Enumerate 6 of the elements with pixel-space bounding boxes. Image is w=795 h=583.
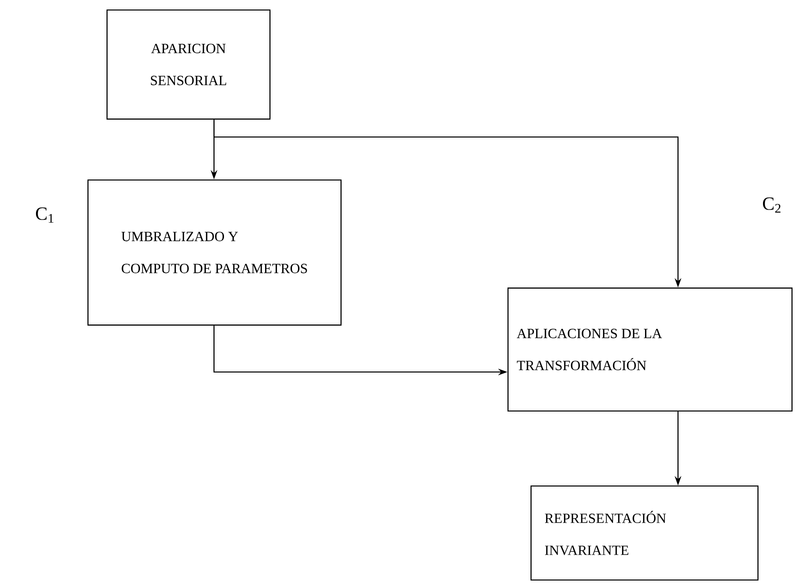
process-box: APARICION SENSORIAL (106, 9, 270, 120)
label-text: C$_{1}$ (36, 207, 54, 223)
process-box: UMBRALIZADO Y COMPUTO DE PARAMETROS (87, 179, 342, 326)
process-box: APLICACIONES DE LA TRANSFORMACIÓN (507, 288, 793, 412)
process-box: REPRESENTACIÓN INVARIANTE (530, 485, 758, 581)
label-text: C$_{2}$ (762, 197, 780, 213)
